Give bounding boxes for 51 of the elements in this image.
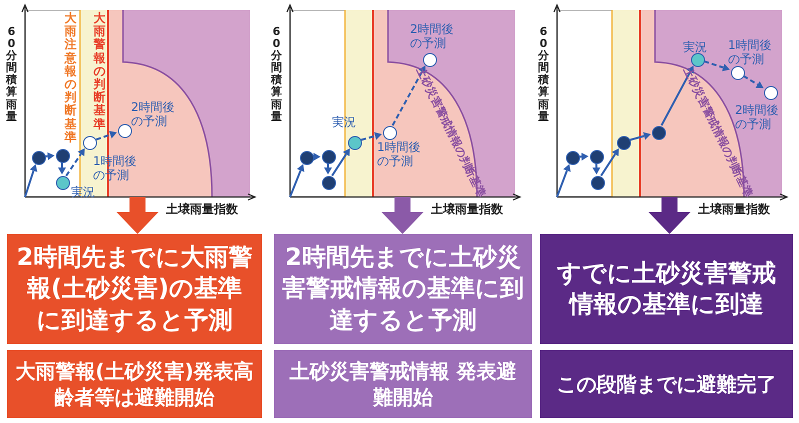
- axis-label: 60分間積算雨量: [536, 26, 550, 123]
- arrow: [630, 132, 651, 141]
- data-point: [590, 150, 604, 164]
- data-point: [591, 176, 605, 190]
- arrow: [592, 163, 600, 174]
- arrow: [392, 66, 426, 126]
- axis-label: 土壌雨量指数: [431, 201, 503, 218]
- arrow: [24, 164, 38, 198]
- axis-label: 60分間積算雨量: [270, 26, 283, 123]
- status-box: すでに土砂災害警戒情報の基準に到達: [540, 234, 793, 344]
- point-label: 2時間後の予測: [131, 100, 176, 128]
- axis-label: 60分間積算雨量: [4, 26, 18, 123]
- data-point: [322, 150, 336, 164]
- data-point: [56, 176, 70, 190]
- arrow: [289, 164, 304, 198]
- axis-label: 土壌雨量指数: [698, 201, 770, 218]
- arrow: [331, 148, 350, 176]
- data-point: [56, 149, 70, 163]
- arrow: [579, 152, 588, 161]
- arrow: [600, 148, 619, 176]
- data-point: [32, 151, 46, 165]
- arrow: [65, 148, 85, 176]
- action-box: 大雨警報(土砂災害)発表高齢者等は避難開始: [7, 350, 262, 418]
- point-label: 2時間後の予測: [735, 103, 780, 131]
- data-point: [300, 151, 314, 165]
- threshold-label: 大雨注意報の判断基準: [63, 12, 78, 144]
- arrow: [58, 162, 66, 174]
- point-label: 1時間後の予測: [728, 38, 773, 66]
- arrow: [742, 75, 764, 88]
- axis-label: 土壌雨量指数: [166, 201, 238, 218]
- arrow: [704, 60, 730, 72]
- arrow: [116, 197, 158, 234]
- arrow: [382, 197, 424, 234]
- point-label: 実況: [683, 40, 707, 54]
- arrow: [96, 130, 117, 141]
- arrow: [312, 152, 320, 161]
- action-box: この段階までに避難完了: [540, 350, 793, 418]
- arrow: [324, 164, 332, 174]
- arrow: [556, 164, 571, 198]
- arrow: [648, 197, 690, 234]
- status-box: 2時間先までに大雨警報(土砂災害)の基準に到達すると予測: [7, 234, 262, 344]
- data-point: [566, 151, 580, 165]
- arrow: [360, 132, 382, 141]
- point-label: 1時間後の予測: [377, 140, 422, 168]
- point-label: 2時間後の予測: [410, 22, 455, 50]
- action-box: 土砂災害警戒情報 発表避難開始: [274, 350, 532, 418]
- threshold-label: 大雨警報の判断基準: [92, 12, 106, 131]
- arrow: [45, 152, 55, 160]
- status-box: 2時間先までに土砂災害警戒情報の基準に到達すると予測: [274, 234, 532, 344]
- data-point: [322, 176, 336, 190]
- arrow: [660, 66, 694, 126]
